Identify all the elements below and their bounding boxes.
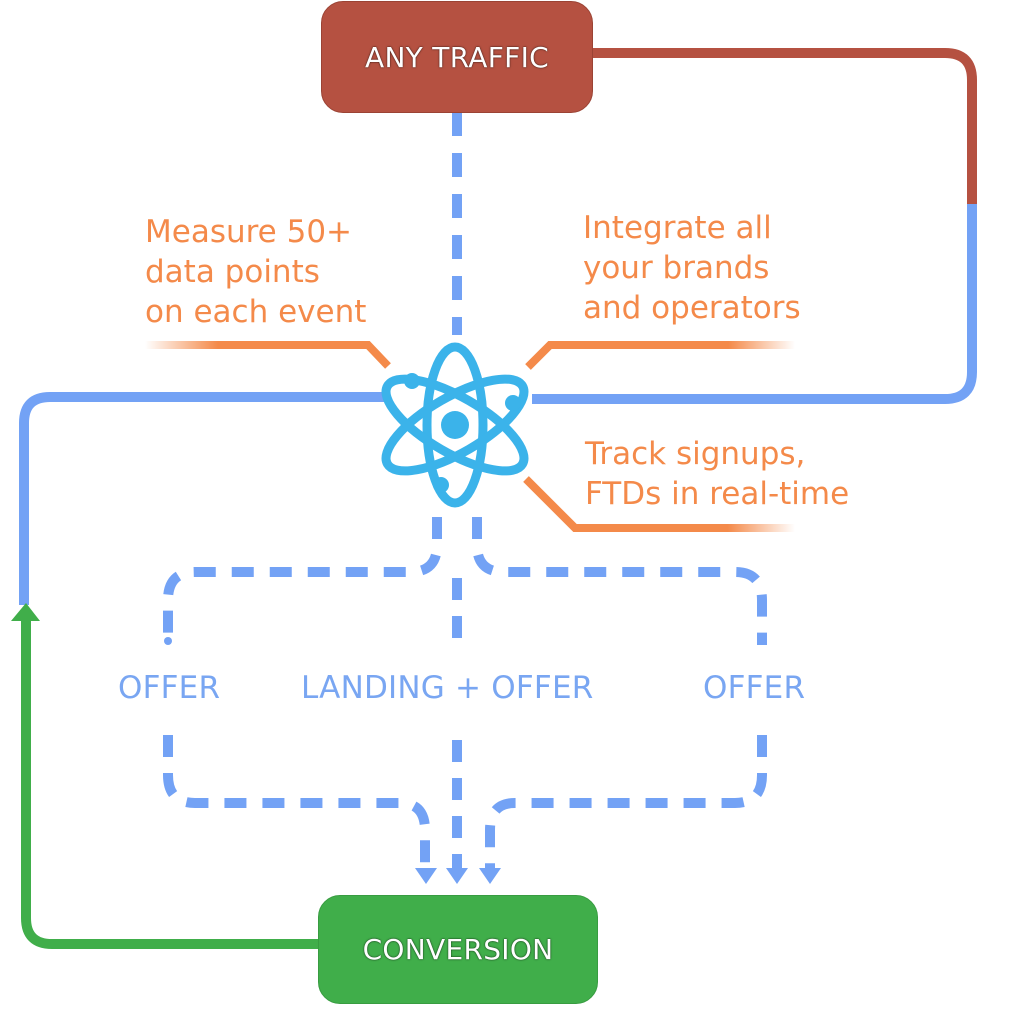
offer-right-label: OFFER — [703, 670, 806, 706]
traffic-loop-connector — [590, 48, 977, 205]
track-note: Track signups, FTDs in real-time — [585, 436, 850, 512]
path-offer-left-dot — [164, 637, 172, 645]
branch-paths — [163, 517, 767, 870]
arrowhead-left — [415, 868, 437, 884]
any-traffic-node: ANY TRAFFIC — [321, 1, 593, 113]
conversion-feedback-line — [21, 615, 320, 949]
arrowhead-right — [479, 868, 501, 884]
offer-left-label: OFFER — [118, 670, 221, 706]
landing-offer-label: LANDING + OFFER — [301, 670, 594, 706]
path-offer-left-lower — [163, 735, 430, 868]
feedback-arrowhead — [11, 603, 40, 621]
track-note-connector — [523, 476, 795, 532]
return-loop-right — [532, 204, 977, 404]
conversion-node: CONVERSION — [318, 895, 598, 1004]
atom-icon — [381, 342, 529, 508]
conversion-label: CONVERSION — [362, 933, 554, 966]
path-offer-left — [163, 517, 442, 645]
integrate-note: Integrate all your brands and operators — [583, 210, 801, 326]
return-loop-left — [19, 392, 385, 605]
integrate-note-connector — [525, 341, 795, 370]
path-offer-right-lower — [485, 735, 767, 868]
measure-note-connector — [145, 341, 391, 369]
any-traffic-label: ANY TRAFFIC — [364, 40, 549, 74]
measure-note: Measure 50+ data points on each event — [145, 214, 367, 330]
arrowhead-center — [446, 868, 468, 884]
path-offer-right — [472, 517, 767, 645]
